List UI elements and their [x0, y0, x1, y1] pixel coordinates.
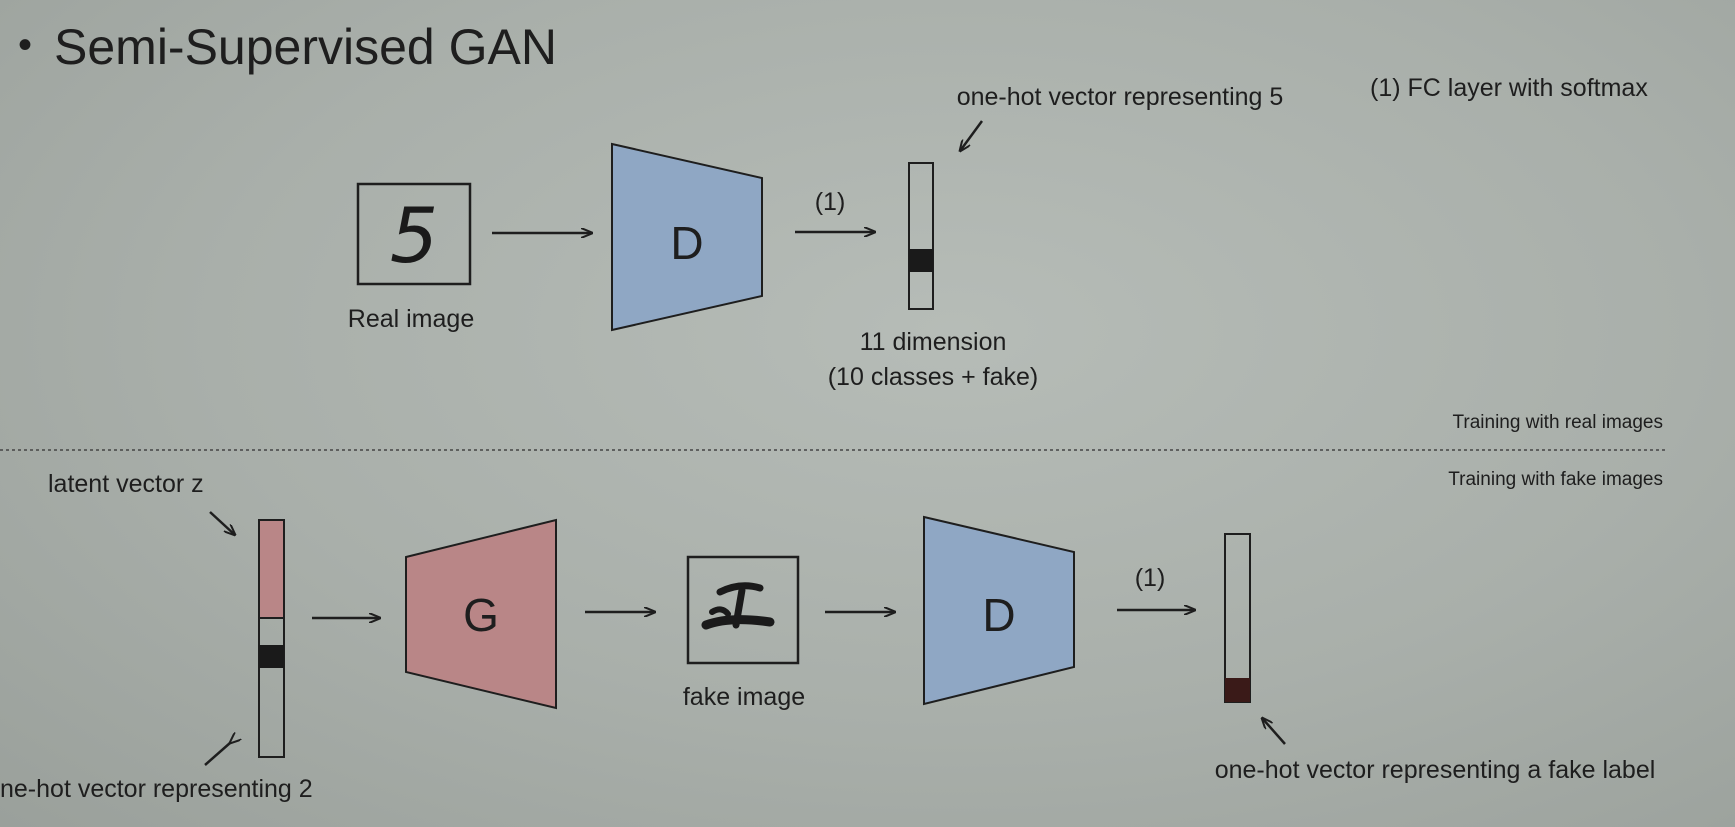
section-label-fake: Training with fake images: [1448, 469, 1663, 490]
title-text: Semi-Supervised GAN: [54, 19, 557, 75]
legend-fc-layer: (1) FC layer with softmax: [1370, 74, 1648, 102]
section-label-real: Training with real images: [1453, 412, 1664, 433]
output-vector-top: [908, 162, 934, 310]
onehot-label: ne-hot vector representing 2: [0, 775, 313, 803]
fake-image-frame: [686, 555, 800, 665]
discriminator-top-label: D: [670, 217, 703, 269]
generator-label: G: [463, 589, 499, 641]
discriminator-bottom: [923, 515, 1075, 706]
latent-pointer: [209, 511, 235, 535]
real-image-frame: [356, 182, 472, 286]
output-label-bottom: one-hot vector representing a fake label: [1215, 756, 1656, 784]
latent-vector-z: [258, 519, 285, 619]
output-label-top: one-hot vector representing 5: [957, 83, 1284, 111]
arrow-bottom-label: (1): [1135, 564, 1166, 592]
dimension-label-1: 11 dimension: [860, 328, 1007, 356]
real-image-label: Real image: [348, 305, 474, 333]
output-marker-bottom: [1225, 678, 1250, 702]
page-title: • Semi-Supervised GAN: [18, 18, 557, 76]
onehot-pointer: [204, 743, 230, 766]
discriminator-bottom-label: D: [982, 589, 1015, 641]
latent-vector-label: latent vector z: [48, 470, 204, 498]
onehot-vector-2: [258, 617, 285, 758]
bullet-icon: •: [18, 23, 33, 67]
dimension-label-2: (10 classes + fake): [828, 363, 1039, 391]
generator: [405, 518, 557, 710]
arrow-top-label: (1): [815, 188, 846, 216]
discriminator-top: [611, 142, 763, 332]
output-top-pointer: [960, 120, 984, 151]
output-bottom-pointer: [1262, 718, 1286, 745]
fake-image-scribble: [701, 582, 775, 630]
onehot-marker-2: [259, 645, 284, 668]
fake-image-label: fake image: [683, 683, 805, 711]
output-marker-top: [909, 249, 933, 272]
output-vector-bottom: [1224, 533, 1251, 703]
real-image-digit: 5: [390, 191, 438, 280]
